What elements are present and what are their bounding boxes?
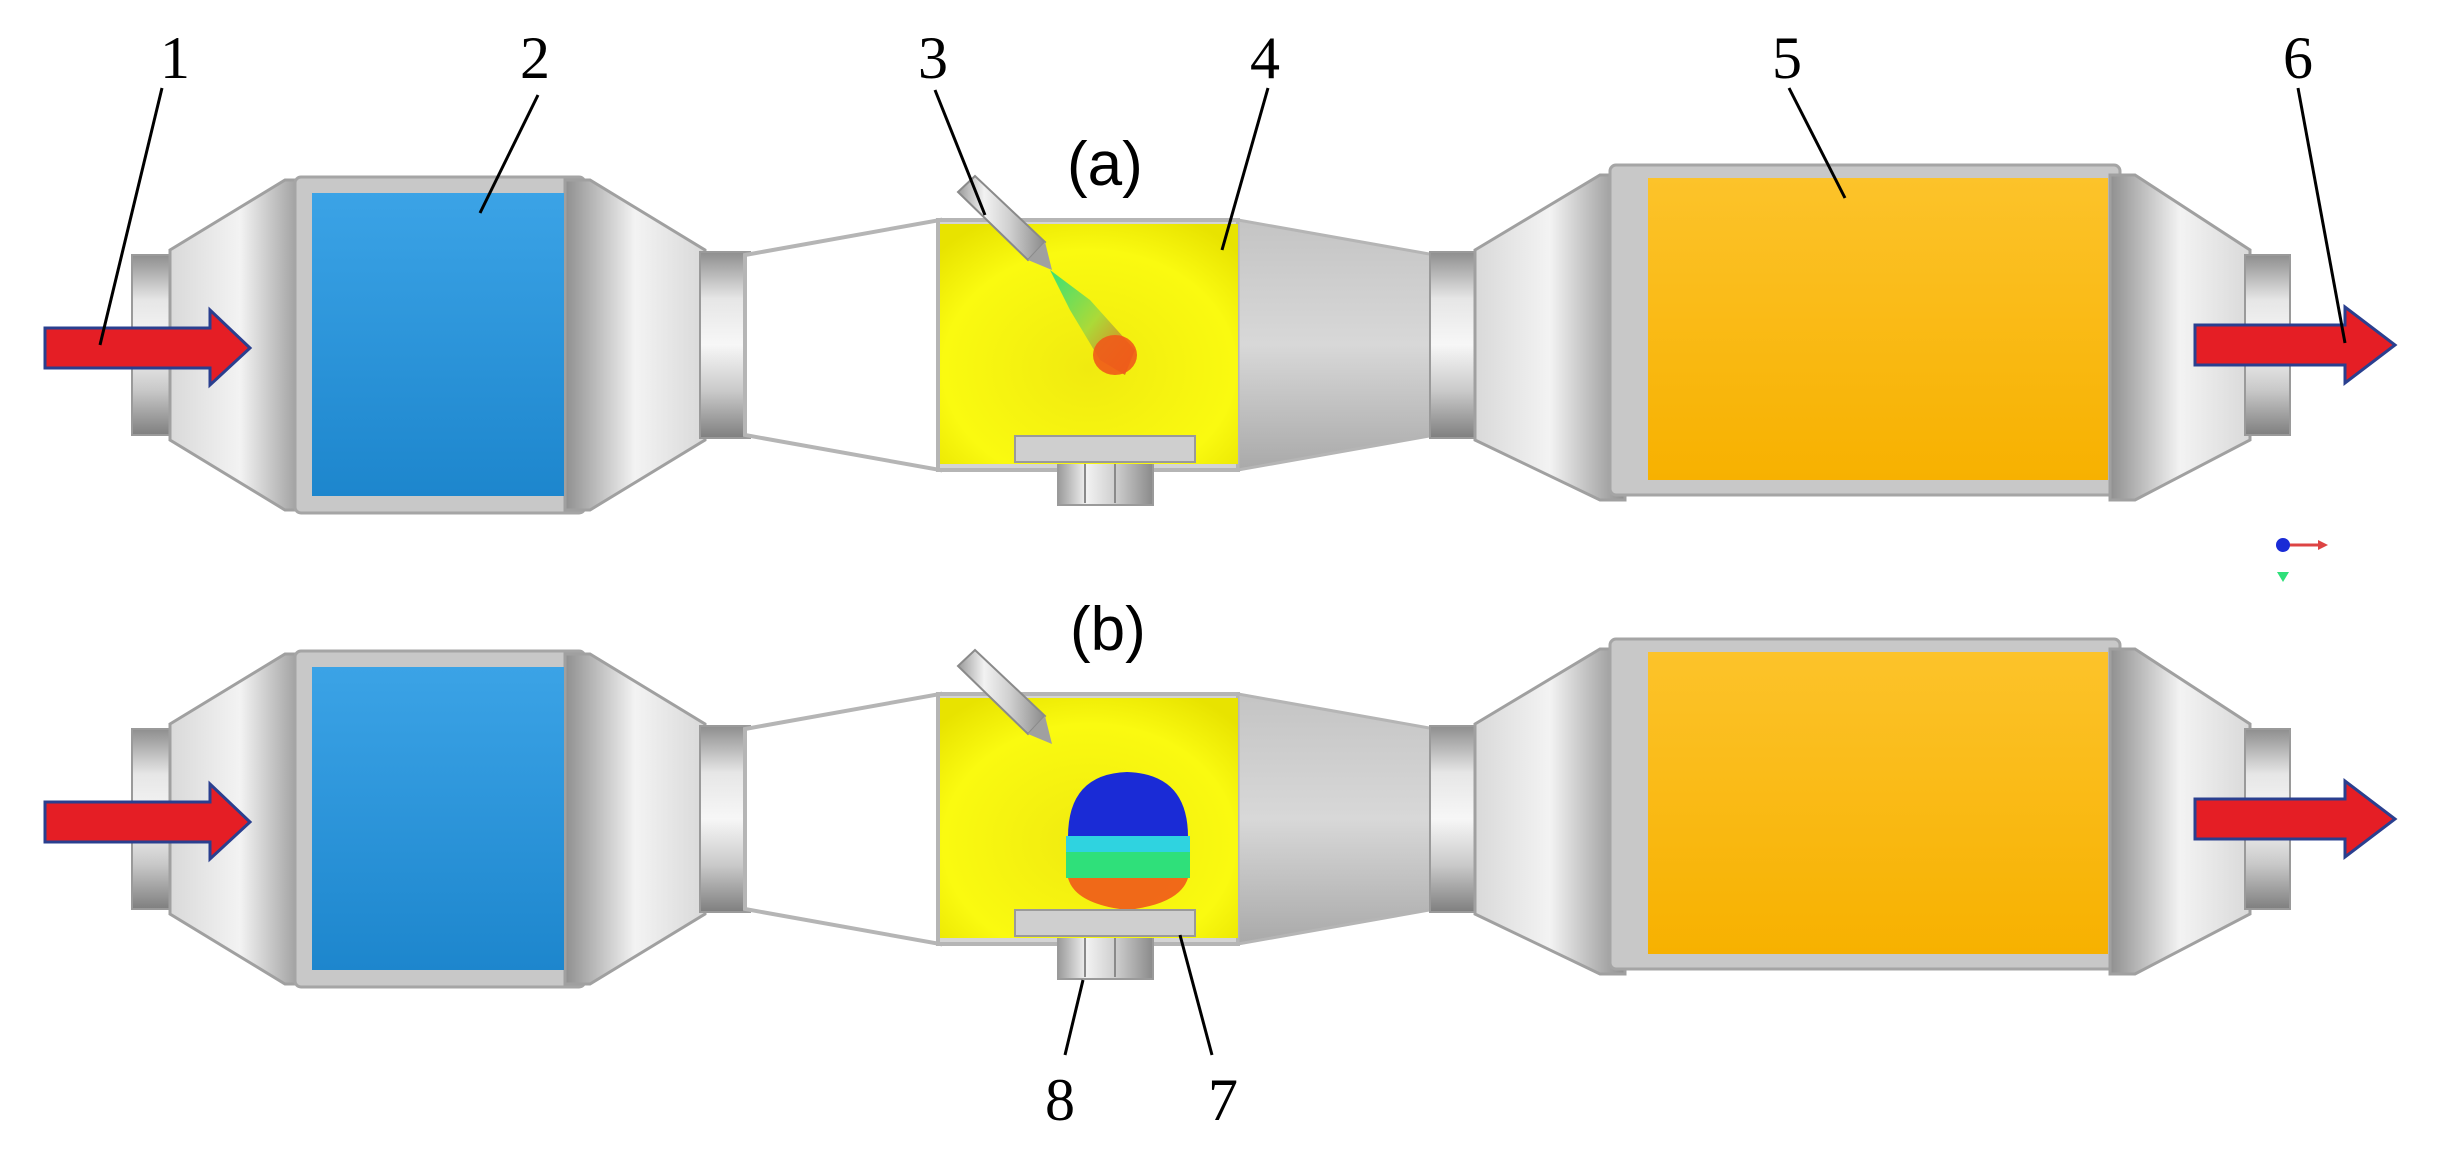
panel-b <box>43 637 2398 989</box>
spray-plume-b <box>1066 772 1190 910</box>
leader-lines <box>98 87 2347 1056</box>
part-label-7: 7 <box>1208 1067 1238 1133</box>
injector <box>956 648 1052 744</box>
part-label-2: 2 <box>520 25 550 91</box>
injector <box>956 174 1052 270</box>
part-label-4: 4 <box>1250 25 1280 91</box>
panel-label-a: (a) <box>1067 130 1143 199</box>
mixer-plate <box>1014 909 1196 937</box>
part-label-1: 1 <box>160 25 190 91</box>
axis-triad-icon <box>2276 538 2328 582</box>
part-label-3: 3 <box>918 25 948 91</box>
outlet-flow-arrow <box>2193 303 2398 387</box>
outlet-flow-arrow <box>2193 777 2398 861</box>
mixer-plate <box>1014 435 1196 463</box>
second-catalyst-block <box>1648 652 2108 954</box>
second-catalyst-block <box>1648 178 2108 480</box>
panel-label-b: (b) <box>1070 595 1146 664</box>
part-label-6: 6 <box>2283 25 2313 91</box>
part-label-5: 5 <box>1772 25 1802 91</box>
first-catalyst-block <box>312 193 564 496</box>
inlet-flow-arrow <box>43 306 253 389</box>
inlet-flow-arrow <box>43 780 253 863</box>
panel-a <box>43 163 2398 515</box>
mixing-chamber <box>940 224 1238 464</box>
part-label-8: 8 <box>1045 1067 1075 1133</box>
spray-plume-a <box>1050 270 1137 375</box>
first-catalyst-block <box>312 667 564 970</box>
